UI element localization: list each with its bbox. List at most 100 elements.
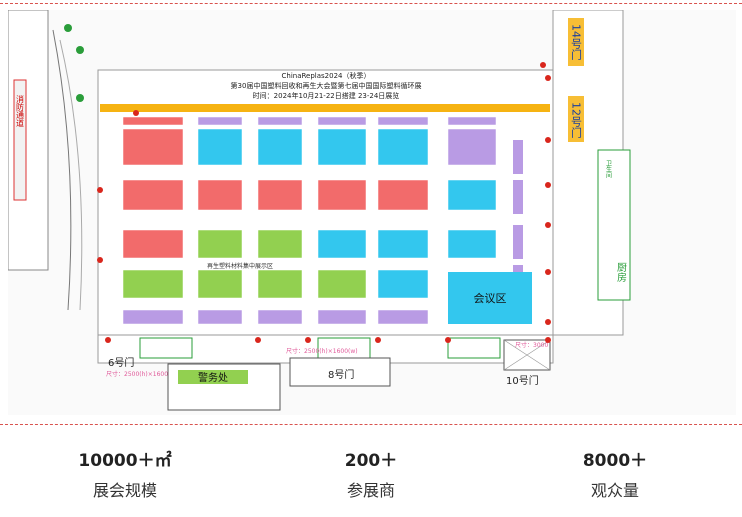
booth-green: [257, 269, 303, 299]
gate-6-frame: [139, 337, 193, 359]
gate-10-frame: [447, 337, 501, 359]
security-office: [178, 370, 248, 384]
restroom-label: 卫生间: [605, 160, 612, 179]
gate-6-size: 尺寸：2500(h)×1600(w): [106, 370, 178, 378]
tree-icon: [64, 24, 72, 32]
stat-exhibitors: 200＋ 参展商: [281, 448, 461, 504]
exhibition-floor-plan: 消防通道 ChinaReplas2024（秋季） 第30届中国塑料回收和再生大会…: [8, 10, 736, 415]
booth-purple: [122, 309, 184, 325]
top-divider: [0, 3, 742, 4]
marker-icon: [97, 187, 103, 193]
marker-icon: [545, 319, 551, 325]
tree-icon: [76, 46, 84, 54]
fire-hydrant-markers: [97, 62, 551, 343]
zone-label: 再生塑料材料集中展示区: [207, 262, 273, 270]
left-curve-wall: [52, 29, 72, 311]
marker-icon: [375, 337, 381, 343]
booth-green: [122, 269, 184, 299]
kitchen-block: [597, 149, 631, 301]
booth-blue: [377, 128, 429, 166]
stats-row: 10000＋㎡ 展会规模 200＋ 参展商 8000＋ 观众量: [0, 448, 742, 508]
booth-purple: [317, 116, 367, 126]
marker-icon: [545, 137, 551, 143]
security-office-label: 警务处: [198, 371, 228, 384]
booth-blue: [377, 229, 429, 259]
booth-purple: [257, 116, 303, 126]
marker-icon: [545, 75, 551, 81]
booth-red: [122, 179, 184, 211]
header-bar: [100, 104, 550, 112]
booth-purple: [447, 128, 497, 166]
stat-value: 200＋: [344, 451, 398, 471]
booth-red: [377, 179, 429, 211]
side-text-left: 消防通道: [16, 94, 25, 128]
gate-14-label: 14号门: [570, 24, 583, 61]
booth-blue: [257, 128, 303, 166]
booth-purple: [377, 309, 429, 325]
stat-label: 展会规模: [92, 481, 157, 500]
booth-blue: [317, 229, 367, 259]
booth-purple: [447, 116, 497, 126]
booth-purple: [197, 309, 243, 325]
header-line-3: 时间：2024年10月21-22日搭建 23-24日展览: [253, 91, 400, 100]
booth-green: [257, 229, 303, 259]
booth-green: [317, 269, 367, 299]
booth-red: [122, 229, 184, 259]
booth-blue: [447, 229, 497, 259]
gate-10-label: 10号门: [506, 374, 539, 387]
marker-icon: [545, 222, 551, 228]
tree-icon: [76, 94, 84, 102]
gate-8-label: 8号门: [328, 368, 354, 381]
marker-icon: [545, 269, 551, 275]
booth-purple: [197, 116, 243, 126]
stat-visitors: 8000＋ 观众量: [525, 448, 705, 504]
gate-10-cross-b: [503, 339, 551, 371]
marker-icon: [305, 337, 311, 343]
gate-12-label: 12号门: [570, 102, 583, 139]
marker-icon: [545, 337, 551, 343]
booth-red: [122, 116, 184, 126]
middle-divider: [0, 424, 742, 425]
booth-red: [257, 179, 303, 211]
header-line-1: ChinaReplas2024（秋季）: [282, 71, 371, 80]
booth-purple: [513, 225, 523, 259]
booth-red: [197, 179, 243, 211]
gate-10-size: 尺寸：3000: [515, 341, 548, 349]
left-curve-wall-inner: [59, 39, 83, 311]
left-fire-lane: [13, 79, 27, 201]
booth-blue: [197, 128, 243, 166]
booth-green: [197, 229, 243, 259]
stat-value: 8000＋: [582, 451, 648, 471]
gate-8-vestibule: [289, 357, 391, 387]
marker-icon: [545, 182, 551, 188]
booth-purple: [257, 309, 303, 325]
stat-exhibition-size: 10000＋㎡ 展会规模: [35, 448, 215, 504]
booth-purple: [377, 116, 429, 126]
booth-purple: [317, 309, 367, 325]
kitchen-label: 厨房: [615, 262, 627, 283]
gate-14-marker: [568, 18, 584, 66]
marker-icon: [255, 337, 261, 343]
meeting-area-label: 会议区: [474, 292, 507, 305]
booth-grid: [122, 116, 523, 325]
marker-icon: [105, 337, 111, 343]
booth-purple: [513, 140, 523, 174]
booth-blue: [447, 179, 497, 211]
header-line-2: 第30届中国塑料回收和再生大会暨第七届中国国际塑料循环展: [231, 81, 422, 90]
booth-red: [317, 179, 367, 211]
marker-icon: [445, 337, 451, 343]
stat-label: 观众量: [590, 481, 639, 500]
booth-red: [122, 128, 184, 166]
marker-icon: [97, 257, 103, 263]
booth-green: [197, 269, 243, 299]
floor-plan-svg: 消防通道 ChinaReplas2024（秋季） 第30届中国塑料回收和再生大会…: [8, 10, 736, 415]
marker-icon: [133, 110, 139, 116]
meeting-area: [448, 272, 532, 324]
marker-icon: [540, 62, 546, 68]
booth-blue: [377, 269, 429, 299]
gate-12-marker: [568, 96, 584, 142]
booth-purple: [513, 180, 523, 214]
stat-value: 10000＋㎡: [78, 451, 172, 471]
stat-label: 参展商: [346, 481, 395, 500]
gate-6-label: 6号门: [108, 356, 134, 369]
